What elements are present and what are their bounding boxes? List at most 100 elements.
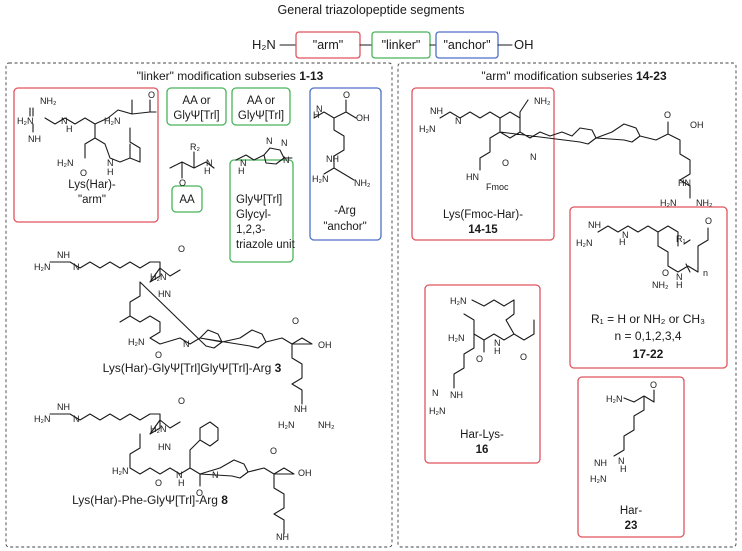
left-panel: [5, 62, 393, 548]
compound-8-caption: Lys(Har)-Phe-GlyΨ[Trl]-Arg 8: [72, 493, 228, 507]
atom-h2n-12: H₂N: [419, 124, 436, 134]
atom-o-14: O: [705, 216, 712, 226]
fmoc-har-structure: NH₂ NH H₂N N O HN Fmoc N OH O HN H₂N NH₂: [419, 96, 713, 208]
triazole-label-3: 1,2,3-: [236, 224, 266, 236]
atom-r1: R₁: [676, 234, 686, 244]
compound-3-structure: NH H₂N N O H₂N HN H₂N O N OH O NH H₂N NH…: [34, 244, 335, 430]
atom-h2n-2: H₂N: [104, 116, 121, 126]
atom-n-6: N: [281, 138, 288, 148]
atom-h-2: H: [107, 167, 114, 177]
arg-anchor-structure: H N O OH NH H₂N NH₂: [312, 90, 371, 188]
atom-o-5: O: [178, 244, 185, 254]
atom-nh-8: NH: [588, 220, 601, 230]
har-box: [577, 376, 685, 538]
atom-n-16: N: [622, 230, 629, 240]
atom-h-7: H: [619, 237, 626, 247]
atom-n-2: N: [107, 158, 114, 168]
atom-o-16: O: [476, 354, 483, 364]
atom-nh-2: NH: [326, 154, 339, 164]
left-panel-heading: "linker" modification subseries 1-13: [137, 69, 324, 83]
atom-h-1: H: [66, 124, 73, 134]
har-caption-1: Har-: [620, 505, 643, 517]
atom-o-8: O: [178, 396, 185, 406]
triazole-label-2: Glycyl-: [236, 209, 271, 221]
atom-nh-4: NH: [294, 404, 307, 414]
atom-h2n-7: H₂N: [128, 337, 145, 347]
atom-o-6: O: [155, 350, 162, 360]
atom-h2n-3: H₂N: [57, 158, 74, 168]
atom-oh-1: OH: [356, 113, 370, 123]
atom-h2n-19: H₂N: [590, 474, 607, 484]
atom-nh2-4: NH₂: [534, 96, 551, 106]
atom-o-2: O: [80, 168, 87, 178]
gly-trl-label-1: GlyΨ[Trl]: [173, 110, 219, 122]
atom-o-4: O: [343, 90, 350, 100]
atom-h2n-4: H₂N: [312, 174, 329, 184]
har-lys-structure: H₂N H₂N O N H O NH H₂N N: [429, 296, 535, 416]
atom-h-4: H: [238, 166, 245, 176]
fmoc-caption-2: 14-15: [468, 224, 498, 236]
r1-variants-structure: NH H₂N H N R₁ O NH₂ O N H n: [576, 216, 712, 290]
atom-o-9: O: [155, 478, 162, 488]
fmoc-caption-1: Lys(Fmoc-Har)-: [443, 209, 523, 221]
atom-n-18: N: [494, 338, 501, 348]
aa-or-label-1: AA or: [182, 95, 210, 107]
atom-o-18: O: [650, 380, 657, 390]
atom-n-7: N: [283, 155, 290, 165]
atom-oh-4: OH: [690, 120, 704, 130]
atom-h2n-6: H₂N: [150, 272, 167, 282]
figure-title: General triazolopeptide segments: [278, 3, 465, 17]
har-structure: H₂N O NH H₂N N H: [590, 380, 657, 484]
triazole-label-1: GlyΨ[Trl]: [236, 194, 282, 206]
atom-n-5: N: [266, 136, 273, 146]
atom-o-7: O: [292, 316, 299, 326]
aa-box: [171, 185, 203, 213]
atom-nh-3: NH: [57, 250, 70, 260]
atom-h-6: H: [178, 478, 185, 488]
atom-n-4: N: [240, 158, 247, 168]
lys-har-structure: NH₂ H₂N NH H N H₂N O H₂N O N H: [17, 90, 157, 178]
atom-hn-4: HN: [678, 178, 691, 188]
r1-variants-box: [569, 206, 728, 369]
segment-linker: "linker": [382, 38, 421, 52]
atom-n-20: N: [618, 456, 625, 466]
r1-caption-3: 17-22: [633, 347, 664, 361]
atom-h-10: H: [620, 464, 627, 474]
aa-or-gly-box-1: [166, 87, 227, 126]
har-lys-caption-1: Har-Lys-: [460, 429, 504, 441]
atom-h2n-8: H₂N: [278, 420, 295, 430]
atom-h2n-18: H₂N: [606, 394, 623, 404]
atom-h2n-5: H₂N: [34, 262, 51, 272]
triazole-fragment-structure: H N N N N: [235, 136, 293, 176]
atom-h-9: H: [494, 346, 501, 356]
atom-n-14: N: [455, 116, 462, 126]
segment-h2n: H₂N: [252, 37, 276, 52]
atom-h-5: H: [313, 110, 320, 120]
fmoc-har-box: [411, 87, 555, 241]
r1-caption-1: R₁ = H or NH₂ or CH₃: [591, 312, 705, 326]
atom-n-9: N: [73, 262, 80, 272]
atom-n-3: N: [206, 158, 213, 168]
segment-arm: "arm": [313, 38, 343, 52]
atom-h2n-13: H₂N: [660, 198, 677, 208]
atom-o-13: O: [664, 110, 671, 120]
atom-h-3: H: [204, 166, 211, 176]
right-panel: [397, 62, 737, 548]
atom-nh-9: NH: [450, 390, 463, 400]
atom-o-15: O: [662, 268, 669, 278]
atom-r2: R₂: [190, 142, 200, 152]
compound-3-caption: Lys(Har)-GlyΨ[Trl]GlyΨ[Trl]-Arg 3: [103, 361, 282, 375]
anchor-label-1: -Arg: [334, 205, 356, 217]
atom-n-1: N: [61, 116, 68, 126]
segment-bar: H₂N "arm" "linker" "anchor" OH: [252, 31, 534, 59]
atom-h2n-1: H₂N: [17, 116, 34, 126]
har-lys-caption-2: 16: [476, 444, 489, 456]
atom-n-17: N: [676, 272, 683, 282]
aa-or-label-2: AA or: [247, 95, 275, 107]
atom-nh-10: NH: [594, 458, 607, 468]
atom-h2n-11: H₂N: [112, 466, 129, 476]
atom-n-8: N: [316, 104, 323, 114]
segment-oh: OH: [514, 37, 534, 52]
anchor-label-2: "anchor": [323, 221, 366, 233]
